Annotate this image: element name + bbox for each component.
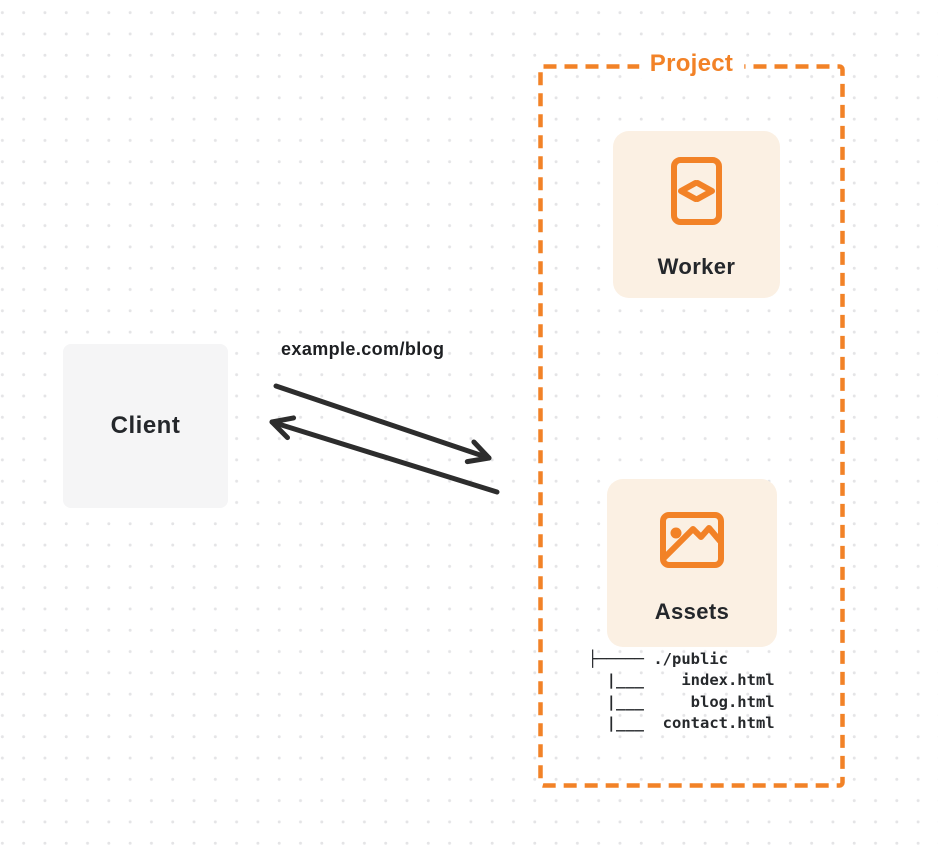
assets-file-tree: ├───── ./public |___ index.html |___ blo…	[588, 650, 775, 732]
project-label: Project	[638, 50, 745, 78]
assets-node: Assets	[607, 479, 777, 647]
arrowhead-right-icon	[464, 439, 492, 465]
image-icon	[660, 512, 724, 568]
worker-label: Worker	[657, 254, 736, 279]
request-arrow	[273, 383, 492, 465]
code-file-icon	[671, 157, 722, 225]
client-node: Client	[63, 344, 228, 508]
assets-label: Assets	[654, 599, 730, 624]
worker-node: Worker	[613, 131, 780, 298]
response-arrow	[269, 415, 500, 495]
arrowhead-left-icon	[269, 415, 297, 441]
request-url-label: example.com/blog	[281, 339, 445, 359]
client-label: Client	[110, 412, 181, 439]
project-container: Project	[538, 50, 845, 788]
